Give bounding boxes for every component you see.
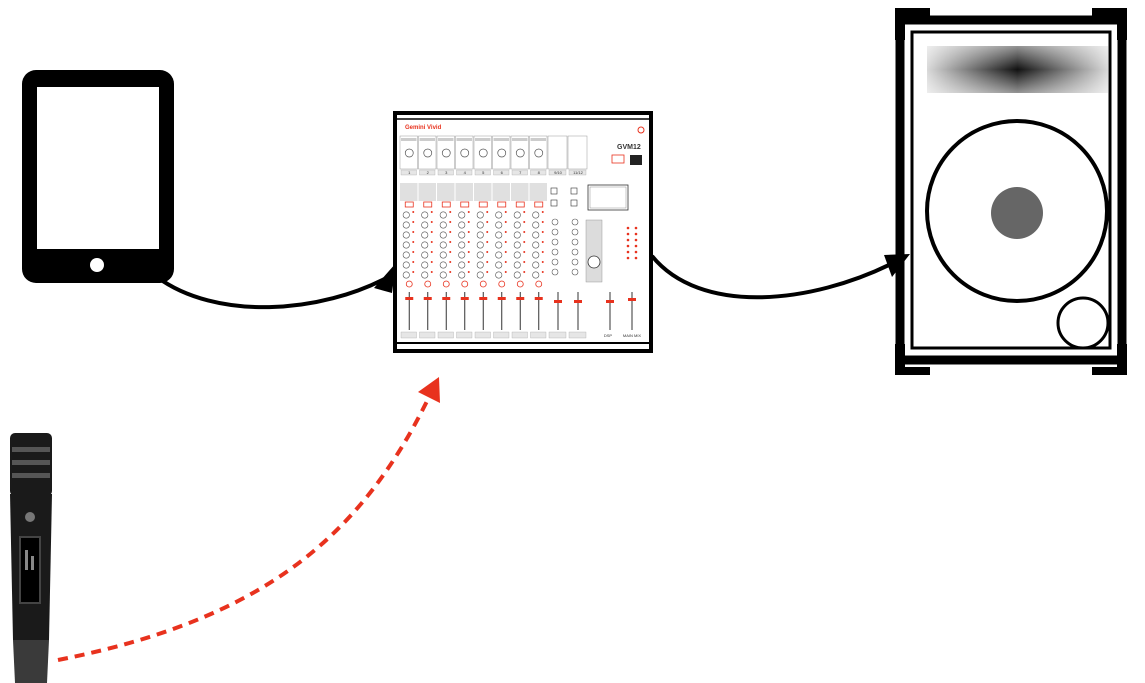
mixer-to-speaker-arrow	[650, 254, 910, 300]
mixer-channel-label: 8	[538, 170, 541, 175]
mixer-channel-label: 1	[408, 170, 411, 175]
mixer-channel-label: 7	[519, 170, 522, 175]
mixer-stereo-label: 9/10	[554, 170, 563, 175]
mixer-brand: Gemini Vivid	[405, 125, 442, 131]
microphone-icon	[10, 433, 52, 683]
mixer-controls	[399, 135, 642, 339]
speaker-icon	[895, 8, 1127, 375]
mixer-model: GVM12	[617, 144, 641, 151]
mixer-channel-label: 6	[501, 170, 504, 175]
mixer-channel-label: 2	[427, 170, 430, 175]
speaker-port	[1056, 296, 1110, 350]
mixer-channel-label: 3	[445, 170, 448, 175]
tablet-icon	[22, 70, 174, 283]
microphone-to-mixer-arrow	[57, 377, 440, 662]
mixer-stereo-label: 11/12	[573, 170, 583, 175]
tablet-to-mixer-arrow	[155, 263, 396, 310]
mixer-bus-label: MAIN MIX	[623, 333, 642, 338]
mixer-bus-label: DSP	[604, 333, 613, 338]
mixer-channel-label: 5	[482, 170, 485, 175]
mixer-channel-label: 4	[464, 170, 467, 175]
